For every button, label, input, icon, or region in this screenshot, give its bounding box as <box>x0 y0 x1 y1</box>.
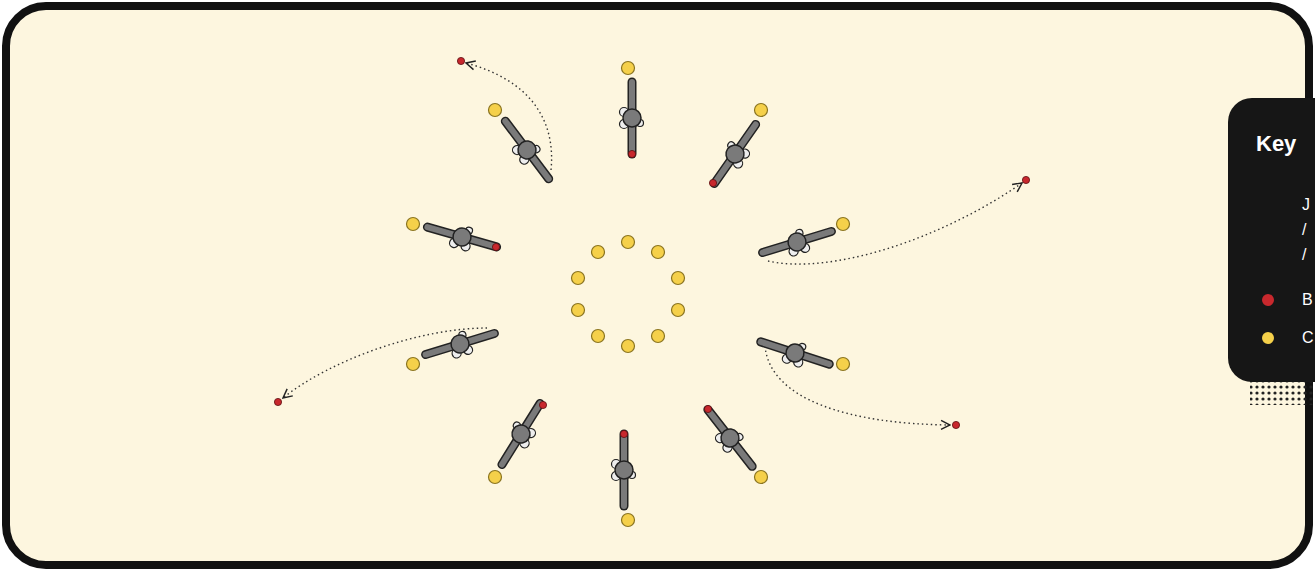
ball <box>274 398 281 405</box>
ball <box>492 243 499 250</box>
key-title: Key <box>1256 131 1296 157</box>
legend-text: B <box>1302 287 1312 312</box>
cone <box>622 340 635 353</box>
cone <box>592 330 605 343</box>
batter-icon <box>495 114 557 186</box>
cone <box>672 304 685 317</box>
cone <box>407 218 420 231</box>
cone <box>572 272 585 285</box>
cone <box>622 514 635 527</box>
cones <box>407 62 1275 527</box>
cone <box>489 104 502 117</box>
ball <box>628 150 635 157</box>
ball <box>457 57 464 64</box>
ball <box>952 421 959 428</box>
cone <box>837 218 850 231</box>
cone <box>755 471 768 484</box>
batter-icon <box>424 216 500 259</box>
legend-swatch <box>1262 294 1274 306</box>
batter-icon <box>492 397 551 471</box>
legend-swatch <box>1262 332 1274 344</box>
cone <box>592 246 605 259</box>
ball <box>539 401 546 408</box>
batter-icon <box>705 118 766 191</box>
players <box>422 82 835 506</box>
batter-icon <box>620 82 644 154</box>
ball <box>1022 176 1029 183</box>
cone <box>572 304 585 317</box>
balls <box>274 57 1271 437</box>
batter-icon <box>422 322 498 366</box>
ball <box>704 405 711 412</box>
cone <box>652 246 665 259</box>
field-ground <box>6 6 1309 565</box>
cone <box>755 104 768 117</box>
cone <box>672 272 685 285</box>
cone <box>622 236 635 249</box>
legend-text: J / / <box>1302 192 1312 267</box>
batter-icon <box>698 403 761 475</box>
cone <box>837 358 850 371</box>
ball <box>620 430 627 437</box>
cone <box>489 471 502 484</box>
cone <box>407 358 420 371</box>
batter-icon <box>612 434 636 506</box>
batter-icon <box>759 220 835 264</box>
legend-text: C <box>1302 325 1312 350</box>
cone <box>652 330 665 343</box>
cone <box>622 62 635 75</box>
ball <box>709 179 716 186</box>
ball-paths <box>283 63 1022 425</box>
batter-icon <box>757 331 833 376</box>
